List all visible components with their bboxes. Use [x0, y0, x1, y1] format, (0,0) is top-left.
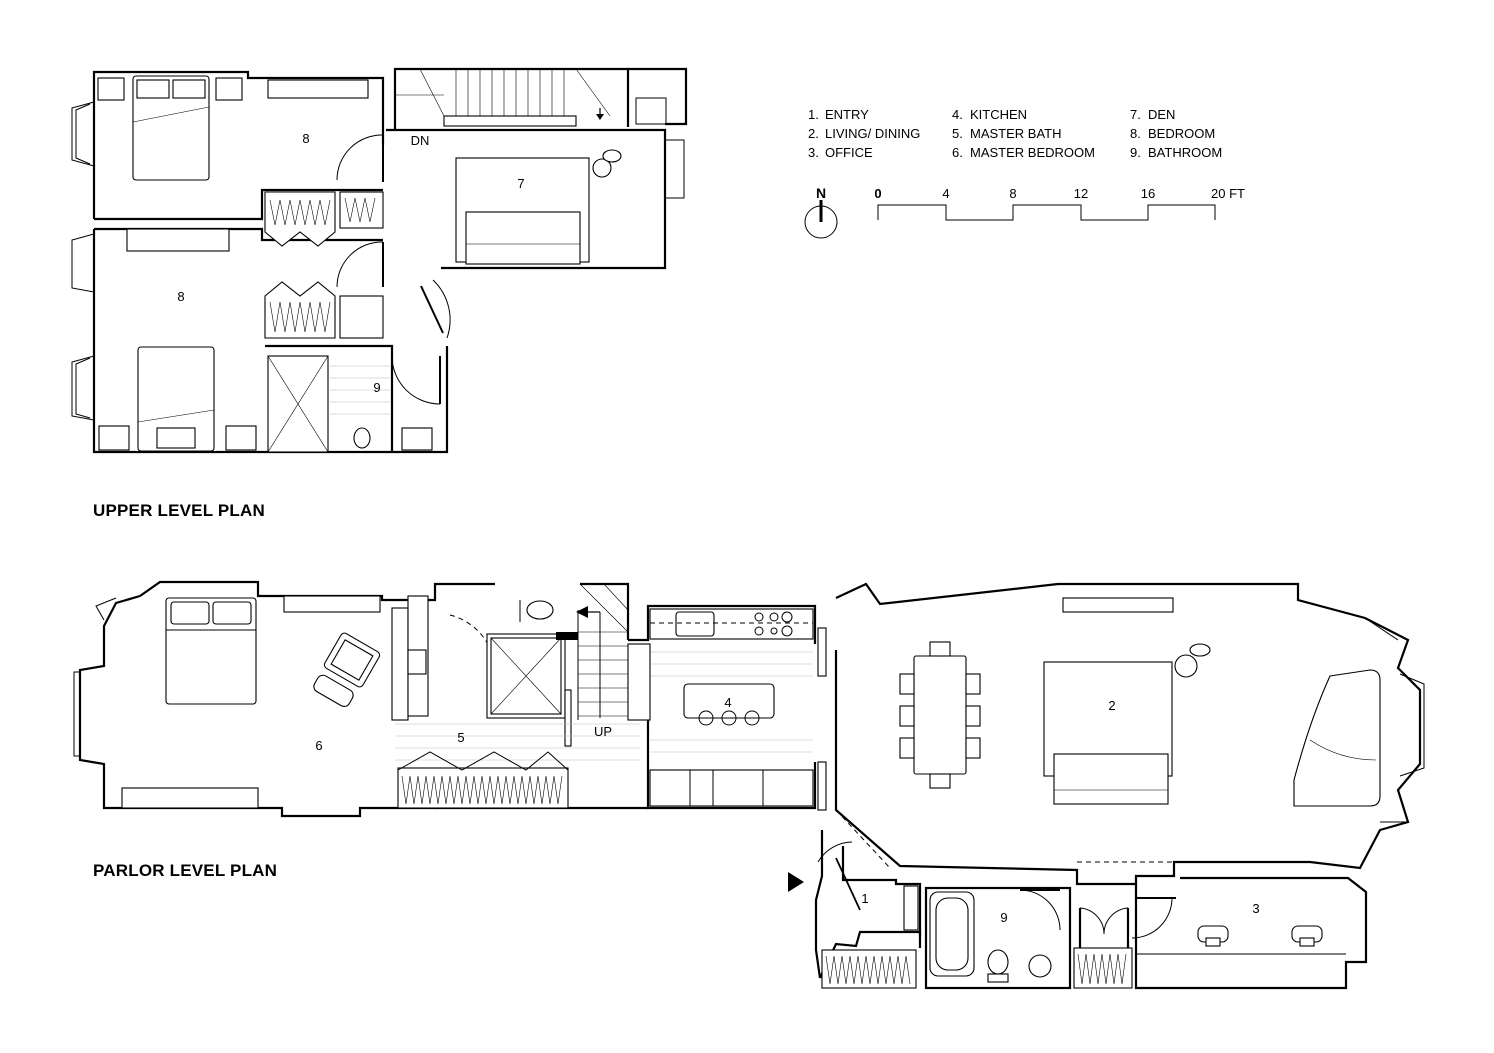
legend-num-1: 1.: [808, 107, 819, 122]
upper-level-plan: 8 8 7 9 DN: [71, 67, 688, 454]
north-label: N: [816, 185, 826, 201]
legend-num-8: 8.: [1130, 126, 1141, 141]
legend-name-8: BEDROOM: [1148, 126, 1215, 141]
legend-name-1: ENTRY: [825, 107, 869, 122]
legend-name-7: DEN: [1148, 107, 1175, 122]
scale-tick-8: 8: [1009, 186, 1016, 201]
parlor-room-living: 2: [1108, 698, 1115, 713]
legend-name-2: LIVING/ DINING: [825, 126, 920, 141]
north-arrow-icon: N: [804, 185, 838, 239]
parlor-level-plan: 1 2 3 4 5 6 9 UP: [73, 580, 1425, 990]
parlor-room-bath: 5: [457, 730, 464, 745]
scale-tick-12: 12: [1074, 186, 1088, 201]
legend-num-2: 2.: [808, 126, 819, 141]
legend-num-5: 5.: [952, 126, 963, 141]
stair-treads-parlor: [578, 583, 629, 717]
upper-level-title: UPPER LEVEL PLAN: [93, 501, 265, 520]
scale-tick-0: 0: [874, 186, 881, 201]
upper-room-den: 7: [517, 176, 524, 191]
legend-num-3: 3.: [808, 145, 819, 160]
parlor-room-entry: 1: [861, 891, 868, 906]
parlor-room-bedroom: 6: [315, 738, 322, 753]
upper-room-bedroom-b: 8: [177, 289, 184, 304]
legend-num-9: 9.: [1130, 145, 1141, 160]
stair-treads-upper: [395, 68, 611, 117]
legend-num-7: 7.: [1130, 107, 1141, 122]
legend-name-9: BATHROOM: [1148, 145, 1222, 160]
scale-bar: 0 4 8 12 16 20 FT: [874, 186, 1245, 221]
parlor-room-kitchen: 4: [724, 695, 731, 710]
scale-tick-4: 4: [942, 186, 949, 201]
room-legend: 1. ENTRY 2. LIVING/ DINING 3. OFFICE 4. …: [808, 107, 1222, 160]
legend-num-4: 4.: [952, 107, 963, 122]
scale-tick-16: 16: [1141, 186, 1155, 201]
parlor-stair-label: UP: [594, 724, 612, 739]
parlor-room-bathroom: 9: [1000, 910, 1007, 925]
upper-room-bathroom: 9: [373, 380, 380, 395]
upper-stair-label: DN: [411, 133, 430, 148]
parlor-room-office: 3: [1252, 901, 1259, 916]
legend-name-6: MASTER BEDROOM: [970, 145, 1095, 160]
legend-num-6: 6.: [952, 145, 963, 160]
upper-room-bedroom-a: 8: [302, 131, 309, 146]
parlor-level-title: PARLOR LEVEL PLAN: [93, 861, 277, 880]
legend-name-3: OFFICE: [825, 145, 873, 160]
entry-arrow-icon: [788, 872, 804, 892]
legend-name-4: KITCHEN: [970, 107, 1027, 122]
legend-name-5: MASTER BATH: [970, 126, 1062, 141]
scale-tick-20: 20 FT: [1211, 186, 1245, 201]
